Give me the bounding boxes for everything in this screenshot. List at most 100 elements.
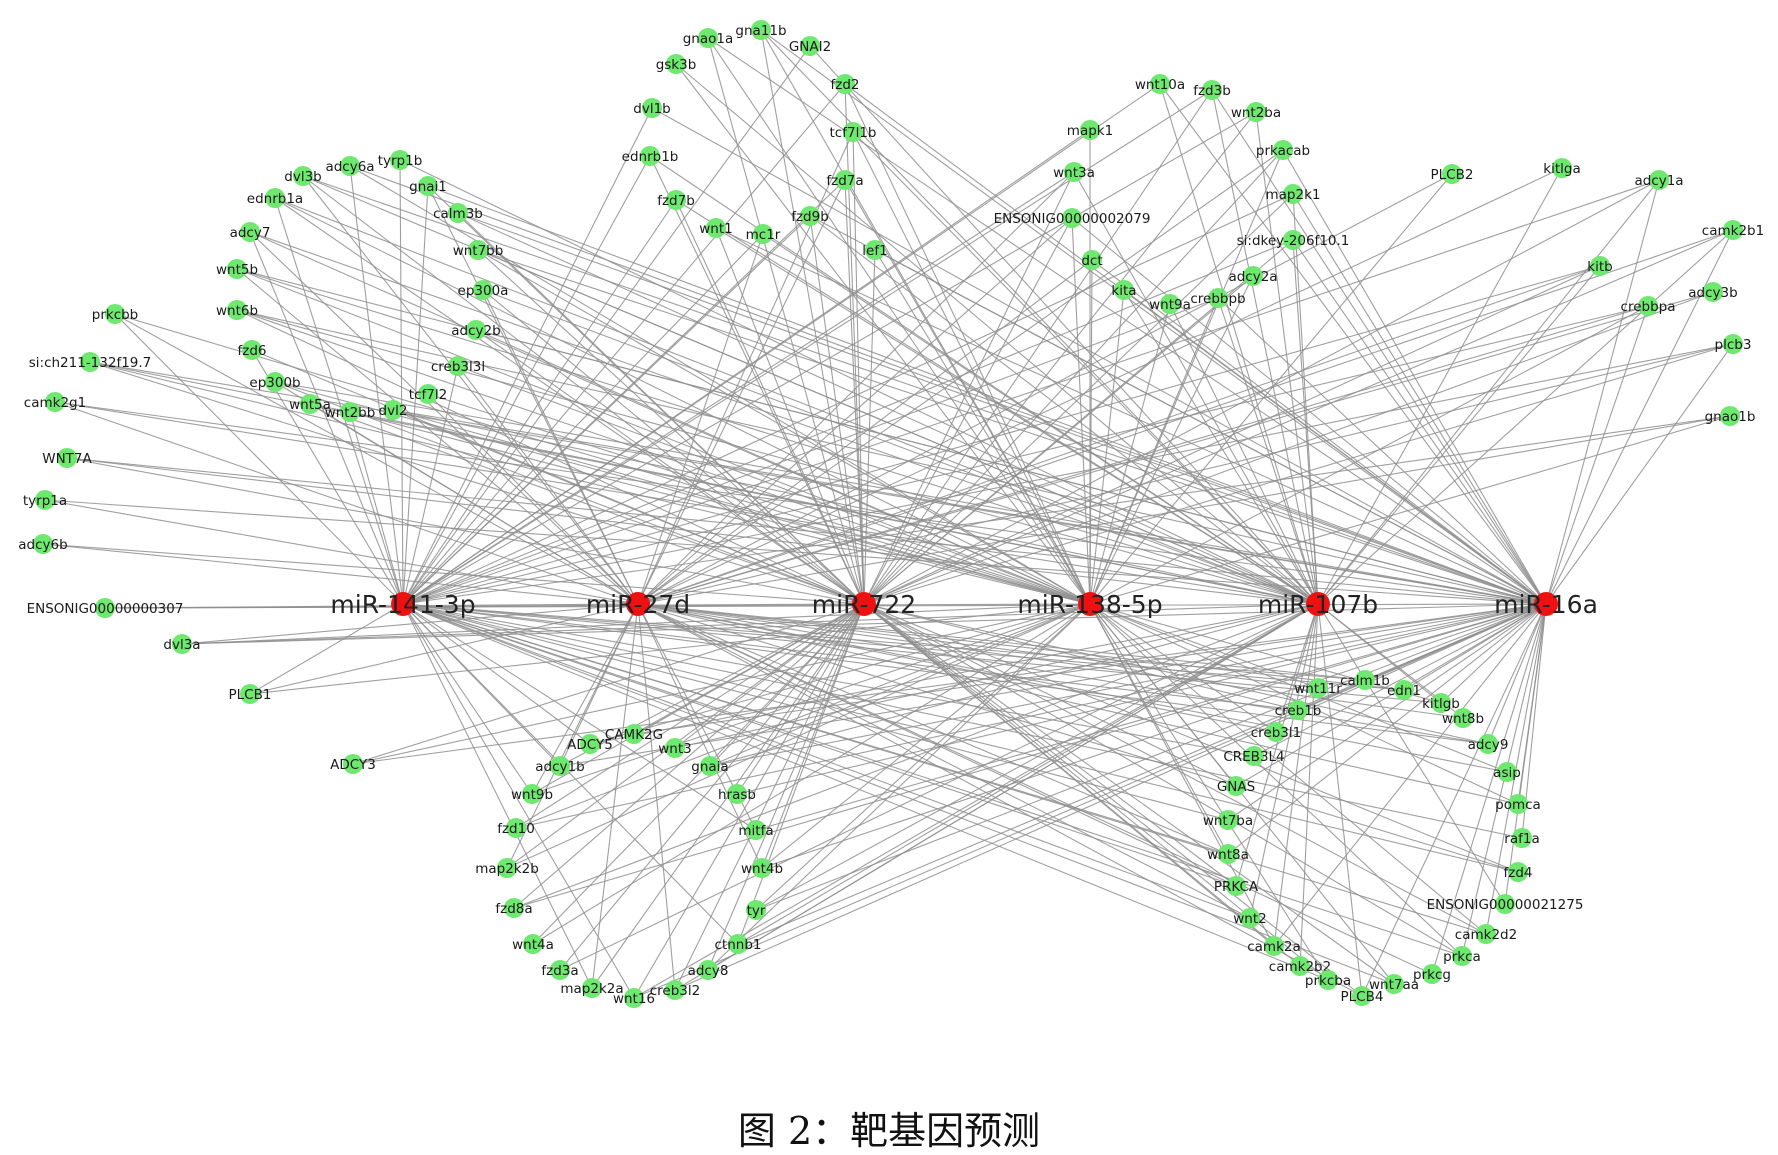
- target-node-wnt6b[interactable]: wnt6b: [216, 300, 258, 320]
- target-node-wnt10a[interactable]: wnt10a: [1135, 74, 1185, 94]
- target-node-dvl3a[interactable]: dvl3a: [163, 634, 201, 654]
- target-node-wnt7ba[interactable]: wnt7ba: [1203, 810, 1253, 830]
- target-node-kitlga[interactable]: kitlga: [1543, 158, 1581, 178]
- target-node-camk2d2[interactable]: camk2d2: [1455, 924, 1517, 944]
- target-node-edn1[interactable]: edn1: [1387, 680, 1421, 700]
- target-node-pomca[interactable]: pomca: [1495, 794, 1541, 814]
- target-node-ep300a[interactable]: ep300a: [458, 280, 509, 300]
- target-node-ensonig00000000307[interactable]: ENSONIG00000000307: [27, 598, 184, 618]
- target-node-prkca[interactable]: PRKCA: [1214, 876, 1259, 896]
- mirna-node-mir-16a[interactable]: miR-16a: [1494, 590, 1598, 619]
- target-node-map2k1[interactable]: map2k1: [1266, 184, 1321, 204]
- target-node-adcy1b[interactable]: adcy1b: [535, 756, 585, 776]
- target-node-wnt8b[interactable]: wnt8b: [1442, 708, 1484, 728]
- target-node-prkcg[interactable]: prkcg: [1413, 964, 1451, 984]
- target-node-camk2g[interactable]: CAMK2G: [605, 724, 663, 744]
- target-node-adcy3[interactable]: ADCY3: [330, 754, 376, 774]
- target-node-fzd7a[interactable]: fzd7a: [826, 170, 864, 190]
- target-node-gnai1[interactable]: gnai1: [409, 176, 447, 196]
- target-node-gsk3b[interactable]: gsk3b: [656, 54, 697, 74]
- target-node-tyrp1b[interactable]: tyrp1b: [378, 150, 423, 170]
- target-node-crebbpb[interactable]: crebbpb: [1190, 288, 1246, 308]
- target-node-creb3l3l[interactable]: creb3l3l: [431, 356, 485, 376]
- target-node-wnt9a[interactable]: wnt9a: [1149, 294, 1191, 314]
- target-node-raf1a[interactable]: raf1a: [1504, 828, 1540, 848]
- target-node-wnt7aa[interactable]: wnt7aa: [1369, 974, 1419, 994]
- target-node-camk2b2[interactable]: camk2b2: [1269, 956, 1331, 976]
- target-node-fzd10[interactable]: fzd10: [497, 818, 535, 838]
- target-node-gnao1a[interactable]: gnao1a: [683, 28, 734, 48]
- target-node-plcb1[interactable]: PLCB1: [229, 684, 272, 704]
- target-node-wnt7bb[interactable]: wnt7bb: [453, 240, 504, 260]
- target-node-wnt3a[interactable]: wnt3a: [1053, 162, 1095, 182]
- target-node-gnai2[interactable]: GNAI2: [789, 36, 831, 56]
- target-node-wnt4a[interactable]: wnt4a: [512, 934, 554, 954]
- target-node-wnt8a[interactable]: wnt8a: [1207, 844, 1249, 864]
- target-node-adcy3b[interactable]: adcy3b: [1688, 282, 1738, 302]
- target-node-gnaia[interactable]: gnaia: [691, 756, 729, 776]
- target-node-wnt5a[interactable]: wnt5a: [289, 394, 331, 414]
- target-node-adcy8[interactable]: adcy8: [688, 960, 729, 980]
- target-node-wnt4b[interactable]: wnt4b: [741, 858, 783, 878]
- target-node-wnt9b[interactable]: wnt9b: [511, 784, 553, 804]
- target-node-crebbpa[interactable]: crebbpa: [1621, 296, 1676, 316]
- target-node-adcy1a[interactable]: adcy1a: [1634, 170, 1684, 190]
- target-node-dct[interactable]: dct: [1081, 250, 1103, 270]
- target-node-adcy6b[interactable]: adcy6b: [18, 534, 68, 554]
- target-node-camk2g1[interactable]: camk2g1: [24, 392, 86, 412]
- target-node-wnt7a[interactable]: WNT7A: [42, 448, 93, 468]
- target-node-wnt16[interactable]: wnt16: [613, 988, 655, 1008]
- mirna-node-mir-722[interactable]: miR-722: [812, 590, 916, 619]
- target-node-map2k2b[interactable]: map2k2b: [475, 858, 539, 878]
- target-node-wnt5b[interactable]: wnt5b: [216, 259, 258, 279]
- target-node-calm3b[interactable]: calm3b: [433, 203, 483, 223]
- target-node-tcf7l2[interactable]: tcf7l2: [409, 384, 447, 404]
- target-node-camk2a[interactable]: camk2a: [1247, 936, 1301, 956]
- target-node-mapk1[interactable]: mapk1: [1067, 120, 1113, 140]
- target-node-tyr[interactable]: tyr: [746, 900, 766, 920]
- target-node-prkca[interactable]: prkca: [1443, 946, 1481, 966]
- target-node-mc1r[interactable]: mc1r: [746, 224, 781, 244]
- target-node-kitb[interactable]: kitb: [1587, 256, 1613, 276]
- target-node-ep300b[interactable]: ep300b: [249, 372, 301, 392]
- target-node-plcb4[interactable]: PLCB4: [1341, 986, 1384, 1006]
- target-node-adcy6a[interactable]: adcy6a: [325, 156, 375, 176]
- target-node-plcb3[interactable]: plcb3: [1715, 334, 1752, 354]
- target-node-dvl3b[interactable]: dvl3b: [284, 166, 322, 186]
- target-node-wnt2[interactable]: wnt2: [1233, 908, 1267, 928]
- target-node-ednrb1a[interactable]: ednrb1a: [247, 188, 303, 208]
- mirna-node-mir-138-5p[interactable]: miR-138-5p: [1017, 590, 1162, 619]
- target-node-fzd3b[interactable]: fzd3b: [1193, 80, 1231, 100]
- target-node-fzd8a[interactable]: fzd8a: [495, 898, 533, 918]
- target-node-creb1b[interactable]: creb1b: [1275, 700, 1322, 720]
- target-node-ensonig00000021275[interactable]: ENSONIG00000021275: [1427, 894, 1584, 914]
- target-node-wnt11r[interactable]: wnt11r: [1294, 678, 1342, 698]
- target-node-fzd4[interactable]: fzd4: [1504, 862, 1533, 882]
- target-node-camk2b1[interactable]: camk2b1: [1702, 220, 1764, 240]
- target-node-ensonig00000002079[interactable]: ENSONIG00000002079: [994, 208, 1151, 228]
- target-node-calm1b[interactable]: calm1b: [1340, 670, 1390, 690]
- target-node-fzd2[interactable]: fzd2: [831, 74, 860, 94]
- target-node-adcy2a[interactable]: adcy2a: [1228, 266, 1278, 286]
- target-node-adcy2b[interactable]: adcy2b: [451, 320, 501, 340]
- target-node-mitfa[interactable]: mitfa: [738, 820, 774, 840]
- target-node-kitlgb[interactable]: kitlgb: [1422, 693, 1460, 713]
- target-node-adcy7[interactable]: adcy7: [230, 222, 271, 242]
- target-node-si-dkey-206f10-1[interactable]: si:dkey-206f10.1: [1237, 230, 1350, 250]
- target-node-creb3l4[interactable]: CREB3L4: [1223, 746, 1285, 766]
- target-node-tcf7l1b[interactable]: tcf7l1b: [830, 122, 877, 142]
- target-node-hrasb[interactable]: hrasb: [718, 784, 756, 804]
- target-node-prkacab[interactable]: prkacab: [1256, 140, 1310, 160]
- target-node-kita[interactable]: kita: [1111, 280, 1137, 300]
- target-node-fzd3a[interactable]: fzd3a: [541, 960, 579, 980]
- target-node-wnt3[interactable]: wnt3: [658, 738, 692, 758]
- target-node-creb3l2[interactable]: creb3l2: [650, 980, 700, 1000]
- target-node-wnt1[interactable]: wnt1: [699, 218, 733, 238]
- target-node-si-ch211-132f19-7[interactable]: si:ch211-132f19.7: [29, 352, 152, 372]
- target-node-wnt2bb[interactable]: wnt2bb: [325, 402, 376, 422]
- target-node-asip[interactable]: asip: [1493, 762, 1521, 782]
- target-node-gna11b[interactable]: gna11b: [735, 20, 787, 40]
- target-node-wnt2ba[interactable]: wnt2ba: [1231, 102, 1281, 122]
- mirna-node-mir-141-3p[interactable]: miR-141-3p: [330, 590, 475, 619]
- target-node-prkcba[interactable]: prkcba: [1305, 970, 1351, 990]
